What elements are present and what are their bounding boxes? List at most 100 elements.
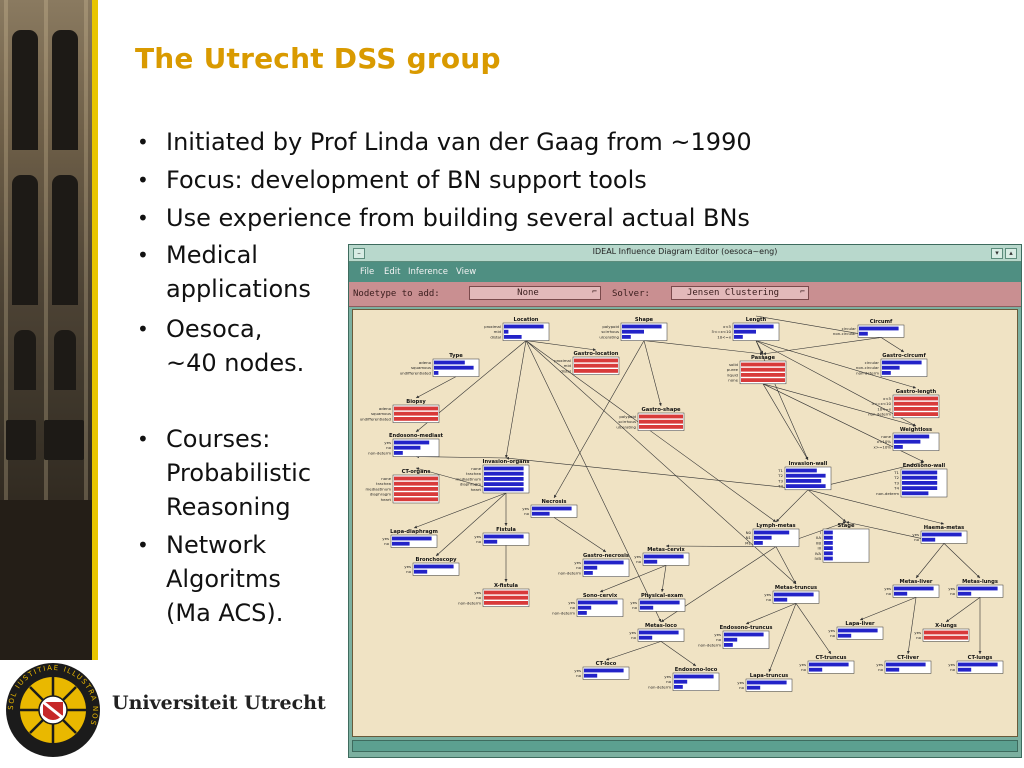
state-label: circular <box>842 326 857 331</box>
menu-file[interactable]: File <box>360 267 375 277</box>
bullet-line: Courses: <box>166 425 271 453</box>
menu-view[interactable]: View <box>456 267 477 277</box>
node-title: CT-lungs <box>968 655 993 661</box>
solver-select[interactable]: Jensen Clustering ⌐ <box>671 286 809 300</box>
state-label: mid <box>494 329 502 334</box>
bullet-dot: • <box>137 168 149 192</box>
menu-inference[interactable]: Inference <box>408 267 448 277</box>
state-label: yes <box>714 632 721 637</box>
probability-bar <box>786 479 822 483</box>
probability-bar <box>922 532 962 537</box>
probability-bar <box>392 541 410 546</box>
node-title: Length <box>746 317 767 323</box>
node-title: Sono-cervix <box>583 593 618 599</box>
dropdown-icon: ⌐ <box>800 287 805 296</box>
network-edge <box>768 603 797 673</box>
network-node-invasion-organs[interactable]: Invasion-organsnonetracheamediastinumdia… <box>456 459 530 494</box>
state-label: no <box>666 679 671 684</box>
probability-bar <box>622 329 644 334</box>
nodetype-select[interactable]: None ⌐ <box>469 286 601 300</box>
probability-bar <box>394 411 438 416</box>
probability-bar <box>809 662 849 667</box>
node-title: Invasion-wall <box>789 461 828 467</box>
state-label: N1 <box>746 535 752 540</box>
probability-bar <box>394 406 438 411</box>
probability-bar <box>578 600 618 605</box>
probability-bar <box>924 635 968 640</box>
node-title: Physical-exam <box>641 593 683 599</box>
maximize-button[interactable]: ▴ <box>1005 248 1017 259</box>
probability-bar <box>640 600 680 605</box>
state-label: yes <box>574 560 581 565</box>
probability-bar <box>747 680 787 685</box>
bullet-line: Reasoning <box>166 493 291 521</box>
network-edge <box>553 517 607 553</box>
probability-bar <box>886 662 926 667</box>
network-edge <box>643 340 764 356</box>
window-menu-button[interactable]: – <box>353 248 365 259</box>
probability-bar <box>741 373 785 377</box>
menu-edit[interactable]: Edit <box>384 267 401 277</box>
state-label: yes <box>876 662 883 667</box>
minimize-button[interactable]: ▾ <box>991 248 1003 259</box>
probability-bar <box>824 541 833 545</box>
state-label: non-determ <box>648 684 671 689</box>
state-label: non-determ <box>856 370 879 375</box>
network-node-gastro-circumf[interactable]: Gastro-circumfcircularnon-circularnon-de… <box>856 353 928 377</box>
state-label: yes <box>568 600 575 605</box>
horizontal-scrollbar[interactable] <box>352 740 1018 752</box>
state-label: no <box>950 591 955 596</box>
state-label: adeno <box>379 406 392 411</box>
probability-bar <box>724 643 733 647</box>
state-label: heart <box>381 497 392 502</box>
state-label: non-circular <box>833 331 857 336</box>
state-label: polypoid <box>619 414 636 419</box>
cathedral-tower-photo <box>0 0 92 660</box>
probability-bar <box>754 541 763 545</box>
network-node-ct-organs[interactable]: CT-organsnonetracheamediastinumdiaphragm… <box>366 469 440 504</box>
state-label: none <box>728 378 738 383</box>
state-label: diaphragm <box>370 492 391 497</box>
